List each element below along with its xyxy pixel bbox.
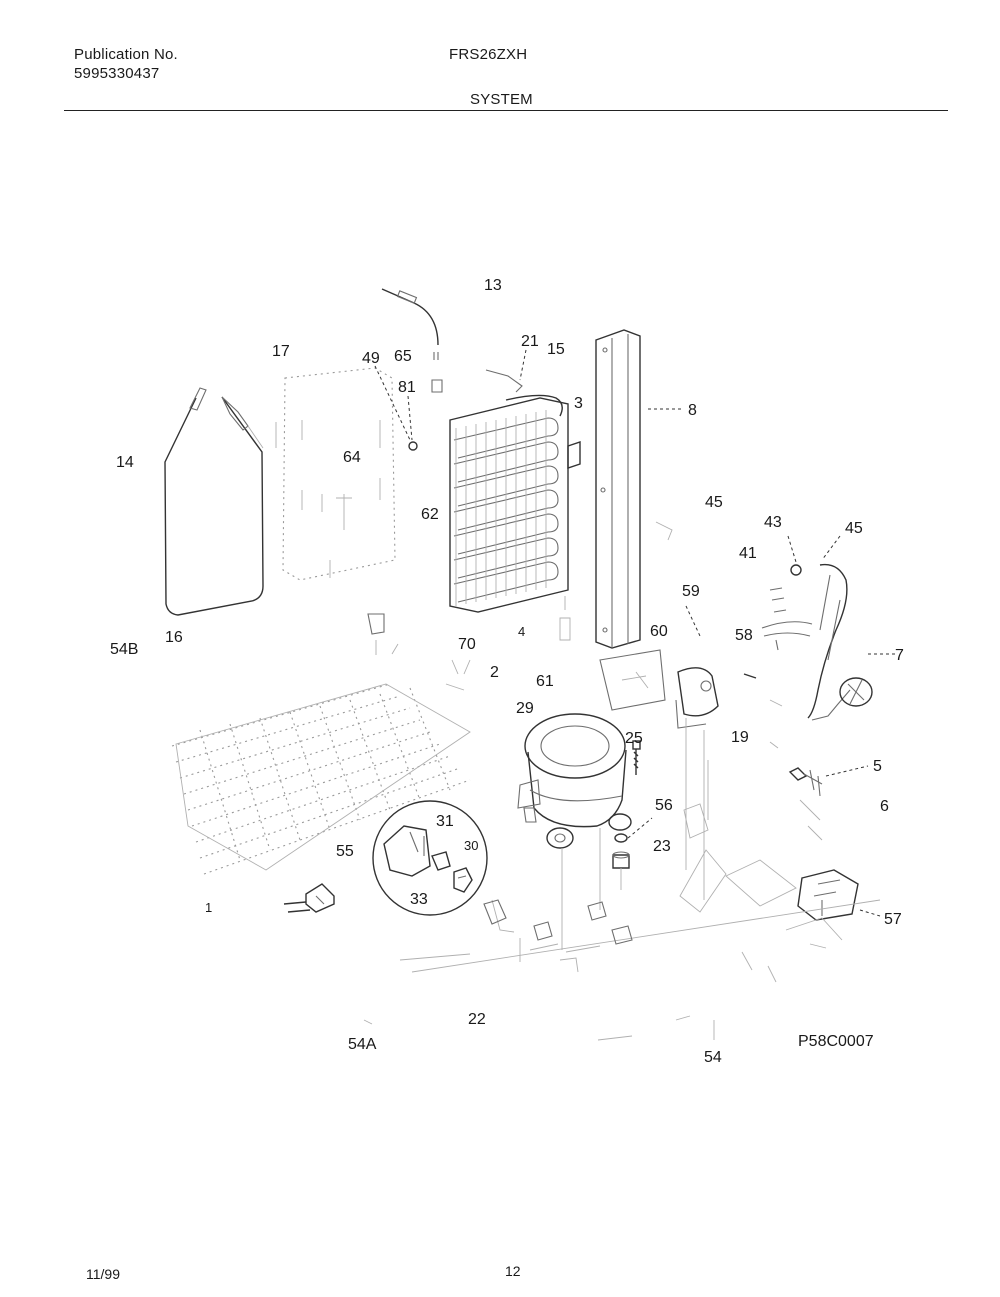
callout-45b: 45 — [845, 520, 863, 537]
callout-54: 54 — [704, 1049, 722, 1066]
compressor-drawing — [517, 713, 632, 950]
callout-64: 64 — [343, 449, 361, 466]
callout-54b: 54B — [110, 641, 138, 658]
condenser-grid-drawing — [171, 683, 471, 875]
power-cord-plug-drawing — [283, 883, 335, 913]
footer-date: 11/99 — [86, 1266, 120, 1282]
capillary-tube-drawing — [381, 288, 443, 393]
callout-59: 59 — [682, 583, 700, 600]
callout-8: 8 — [688, 402, 697, 419]
callout-15: 15 — [547, 341, 565, 358]
drawing-id: P58C0007 — [798, 1033, 874, 1050]
publication-label: Publication No. — [74, 46, 178, 63]
fan-screw-drawing — [788, 765, 869, 841]
callout-25: 25 — [625, 730, 643, 747]
callout-23: 23 — [653, 838, 671, 855]
callout-49: 49 — [362, 350, 380, 367]
callout-22: 22 — [468, 1011, 486, 1028]
callout-30: 30 — [464, 838, 478, 853]
callout-2: 2 — [490, 664, 499, 681]
callout-6: 6 — [880, 798, 889, 815]
cover-panel-drawing — [164, 387, 264, 616]
callout-7: 7 — [895, 647, 904, 664]
callout-43: 43 — [764, 514, 782, 531]
section-title: SYSTEM — [470, 91, 533, 108]
callout-58: 58 — [735, 627, 753, 644]
callout-65: 65 — [394, 348, 412, 365]
callout-41: 41 — [739, 545, 757, 562]
callout-62: 62 — [421, 506, 439, 523]
condenser-fan-bracket-drawing — [599, 605, 719, 900]
footer-page-number: 12 — [505, 1263, 521, 1279]
callout-4: 4 — [518, 624, 525, 639]
header-rule — [64, 110, 948, 111]
condenser-fan-motor-drawing — [655, 521, 896, 749]
callout-14: 14 — [116, 454, 134, 471]
drain-fittings-drawing — [367, 596, 571, 691]
callout-16: 16 — [165, 629, 183, 646]
relay-inset-drawing — [372, 800, 488, 916]
callout-54a: 54A — [348, 1036, 377, 1053]
callout-61: 61 — [536, 673, 554, 690]
callout-21: 21 — [521, 333, 539, 350]
callout-56: 56 — [655, 797, 673, 814]
compressor-mount-hardware-drawing — [612, 740, 653, 890]
callout-19: 19 — [731, 729, 749, 746]
callout-1: 1 — [205, 900, 212, 915]
evaporator-clip-drawing — [374, 365, 418, 451]
publication-number: 5995330437 — [74, 65, 160, 82]
callout-13: 13 — [484, 277, 502, 294]
callout-5: 5 — [873, 758, 882, 775]
callout-70: 70 — [458, 636, 476, 653]
callout-17: 17 — [272, 343, 290, 360]
callout-55: 55 — [336, 843, 354, 860]
damper-block-drawing — [797, 869, 881, 921]
callout-81: 81 — [398, 379, 416, 396]
evaporator-cover-drawing — [275, 367, 396, 581]
evaporator-coil-drawing — [449, 349, 581, 613]
callout-29: 29 — [516, 700, 534, 717]
base-pan-drawing — [363, 803, 881, 1041]
callout-33: 33 — [410, 891, 428, 908]
model-number: FRS26ZXH — [449, 46, 528, 63]
callout-60: 60 — [650, 623, 668, 640]
callout-57: 57 — [884, 911, 902, 928]
channel-rail-drawing — [595, 329, 682, 649]
callout-3: 3 — [574, 395, 583, 412]
callout-31: 31 — [436, 813, 454, 830]
callout-45a: 45 — [705, 494, 723, 511]
